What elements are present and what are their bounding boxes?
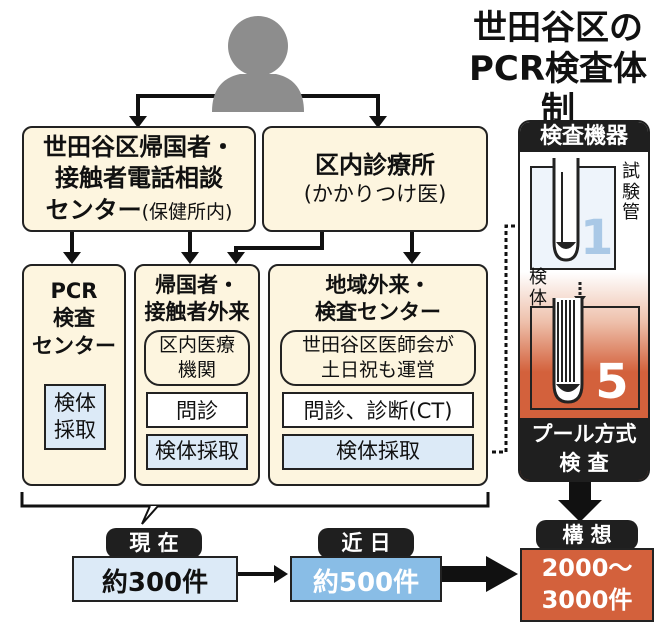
regional-center-box: 地域外来・ 検査センター 世田谷区医師会が 土日祝も運営 問診、診断(CT) 検… <box>268 264 488 486</box>
capacity-current-value-box <box>72 556 238 602</box>
pcr-center-line-2: 検査 <box>53 306 95 331</box>
regional-line-2: 検査センター <box>315 300 441 325</box>
pcr-center-line-1: PCR <box>50 279 98 303</box>
outpatient-sample-collection: 検体採取 <box>146 434 248 470</box>
sample-label: 検 体 <box>529 267 547 309</box>
capacity-plan-label: 構 想 <box>536 520 638 550</box>
test-tube-label: 試 験 管 <box>622 161 640 224</box>
outpatient-facility-note: 区内医療 機関 <box>144 330 250 386</box>
arrow-person-to-clinic <box>298 94 380 118</box>
clinic-note: (かかりつけ医) <box>303 181 447 206</box>
hotline-note: (保健所内) <box>141 200 233 223</box>
arrow-clinic-to-outpatient <box>234 230 324 254</box>
outpatient-line-1: 帰国者・ <box>155 273 239 297</box>
pooled-tubes-icon <box>552 298 584 404</box>
pool-tube-area <box>530 306 640 410</box>
hotline-line-3: センター <box>45 195 142 224</box>
test-tube-icon <box>552 158 580 262</box>
bracket-under-sites <box>20 492 490 508</box>
regional-line-1: 地域外来・ <box>325 273 431 297</box>
outpatient-box: 帰国者・ 接触者外来 区内医療 機関 問診 検体採取 <box>134 264 260 486</box>
equipment-header: 検査機器 <box>520 122 648 152</box>
arrow-person-to-hotline <box>136 94 218 118</box>
clinic-name: 区内診療所 <box>315 150 435 179</box>
capacity-plan: 構 想 2000〜 3000件 <box>520 520 654 624</box>
capacity-current-value: 約300件 <box>101 568 209 598</box>
capacity-soon: 近 日 約500件 <box>290 528 442 620</box>
hotline-center-box: 世田谷区帰国者・ 接触者電話相談 センター(保健所内) <box>22 126 256 232</box>
capacity-current-label: 現 在 <box>106 528 202 558</box>
capacity-soon-label: 近 日 <box>318 528 414 558</box>
title-line-1: 世田谷区の <box>473 8 643 48</box>
pooling-method-label: プール方式 検 査 <box>520 418 648 480</box>
title-line-2: PCR検査体制 <box>468 48 648 130</box>
regional-sample-collection: 検体採取 <box>282 434 474 470</box>
pcr-center-line-3: センター <box>32 333 116 358</box>
capacity-plan-value-box <box>520 548 654 622</box>
capacity-current: 現 在 約300件 <box>72 528 238 620</box>
pooled-count: 5 <box>595 354 629 410</box>
diagram-title: 世田谷区の PCR検査体制 <box>452 8 664 130</box>
capacity-soon-value: 約500件 <box>312 568 420 598</box>
capacity-plan-value: 2000〜 3000件 <box>541 554 633 615</box>
hotline-line-2: 接触者電話相談 <box>55 164 223 193</box>
clinic-box: 区内診療所 (かかりつけ医) <box>262 126 488 232</box>
pcr-center-box: PCR 検査 センター 検体 採取 <box>22 264 126 486</box>
hotline-line-1: 世田谷区帰国者・ <box>43 133 235 162</box>
pcr-center-sample-collection: 検体 採取 <box>44 384 106 450</box>
capacity-soon-value-box <box>290 556 442 602</box>
outpatient-interview: 問診 <box>146 392 248 428</box>
equipment-panel: 検査機器 1 試 験 管 検 体 5 プール方式 検 査 <box>518 120 650 482</box>
dotted-link-to-equipment <box>492 224 528 454</box>
outpatient-line-2: 接触者外来 <box>144 300 250 325</box>
regional-interview-diagnosis: 問診、診断(CT) <box>282 392 474 428</box>
regional-operator-note: 世田谷区医師会が 土日祝も運営 <box>280 330 476 386</box>
single-tube-count: 1 <box>580 210 614 266</box>
